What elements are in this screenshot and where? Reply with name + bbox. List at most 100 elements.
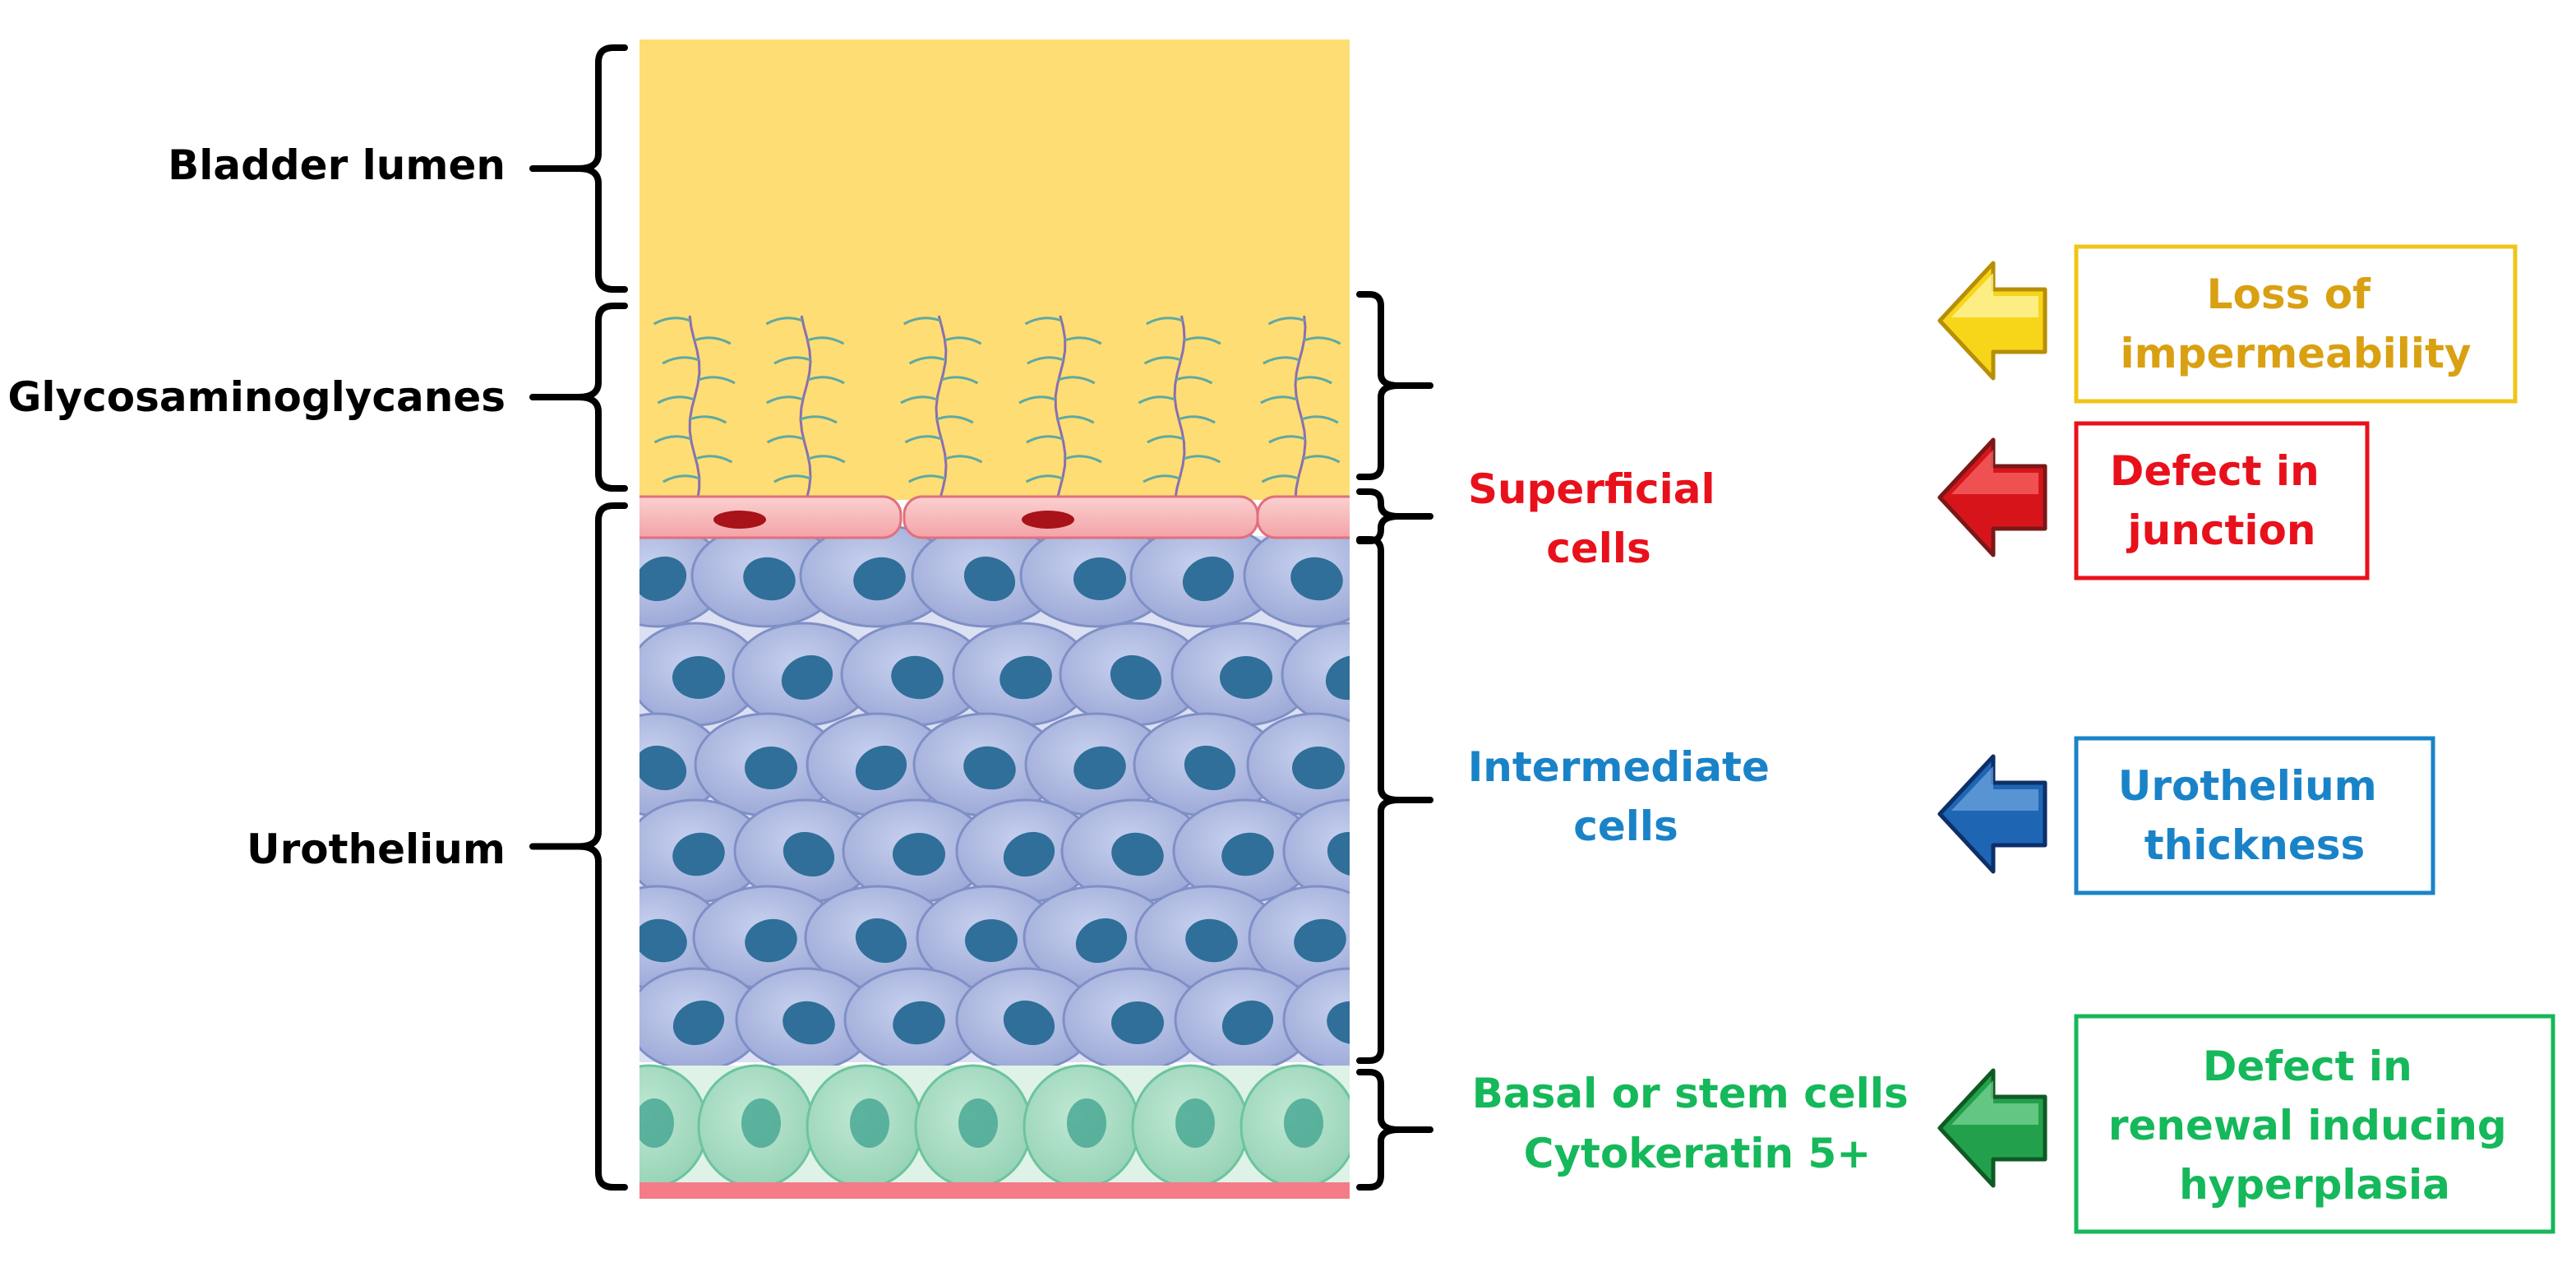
gag-branch (1143, 474, 1180, 483)
gag-branch (698, 376, 736, 385)
gag-branch (908, 356, 947, 365)
intermediate-nucleus (1073, 557, 1126, 600)
intermediate-nucleus (1327, 1001, 1350, 1045)
brace-urothelium (529, 502, 628, 1191)
gag-branch (1267, 317, 1306, 326)
gag-branch (1138, 395, 1175, 405)
intermediate-nucleus (999, 655, 1052, 700)
intermediate-cell (1282, 798, 1350, 904)
arrow-yellow-icon (1937, 261, 2047, 381)
gag-branch (1064, 455, 1102, 464)
gag-branch (1057, 415, 1095, 424)
gag-branch (1261, 474, 1299, 483)
gag-branch (653, 435, 692, 444)
glycosaminoglycan-chains (653, 315, 1341, 502)
intermediate-nucleus (1111, 832, 1164, 876)
svg-text:Defect in junction: Defect in junction (2110, 447, 2334, 554)
gag-branch (1260, 395, 1298, 405)
basal-nucleus (850, 1098, 889, 1148)
gag-branch (773, 474, 811, 483)
intermediate-nucleus (1073, 746, 1126, 790)
gag-branch (662, 356, 699, 365)
svg-text:Defect in renewal induci: Defect in renewal inducing hyperplasia (2108, 1043, 2521, 1209)
intermediate-nucleus (743, 557, 796, 601)
lumen-fill (639, 39, 1350, 500)
label-intermediate-line1: Intermediate (1468, 743, 1770, 791)
gag-branch (766, 395, 804, 405)
label-basal-cells: Basal or stem cells Cytokeratin 5+ (1472, 1070, 1923, 1177)
intermediate-nucleus (1075, 918, 1128, 964)
box-thickness-line2: thickness (2144, 821, 2366, 869)
brace-bladder-lumen (529, 44, 628, 293)
gag-branch (940, 376, 979, 385)
svg-text:Loss of impermeability: Loss of impermeability (2120, 271, 2471, 377)
basal-nucleus (741, 1098, 781, 1148)
gag-branch (695, 455, 733, 464)
basal-nucleus (1284, 1098, 1323, 1148)
brace-gag-right (1356, 291, 1433, 480)
gag-branch (1183, 455, 1221, 464)
box-defect-in-renewal: Defect in renewal inducing hyperplasia (2074, 1014, 2555, 1234)
label-bladder-lumen: Bladder lumen (168, 141, 506, 189)
superficial-cell (1256, 495, 1350, 539)
arrow-red-icon (1937, 437, 2047, 557)
intermediate-nucleus (1221, 832, 1274, 876)
gag-branch (904, 435, 942, 444)
gag-branch (1064, 336, 1102, 345)
intermediate-nucleus (965, 919, 1018, 962)
left-braces (529, 44, 628, 1191)
intermediate-nucleus (672, 656, 725, 699)
gag-branch (944, 455, 983, 464)
box-renewal-line1: Defect in (2203, 1043, 2412, 1090)
intermediate-nucleus (1292, 747, 1345, 789)
gag-core-strand (1173, 315, 1186, 502)
superficial-nucleus (1022, 511, 1074, 529)
gag-branch (900, 395, 938, 405)
label-superficial-cells: Superficial cells (1468, 465, 1729, 572)
gag-branch (903, 317, 941, 326)
intermediate-nucleus (1185, 918, 1238, 963)
label-urothelium: Urothelium (247, 825, 506, 873)
gag-branch (936, 415, 974, 424)
gag-branch (1184, 336, 1221, 345)
gag-branch (1026, 435, 1064, 444)
gag-branch (800, 415, 838, 424)
tissue-block (639, 39, 1350, 1199)
gag-branch (1025, 474, 1064, 483)
intermediate-nucleus (891, 655, 944, 700)
gag-branch (653, 317, 691, 326)
intermediate-nucleus (781, 654, 833, 701)
brace-basal (1356, 1069, 1433, 1191)
gag-core-strand (935, 315, 948, 502)
intermediate-nucleus (1003, 1000, 1055, 1046)
gag-branch (808, 455, 846, 464)
brace-glycosaminoglycanes (529, 303, 628, 492)
cell-layers (639, 495, 1350, 1189)
gag-branch (1301, 415, 1339, 424)
intermediate-nucleus (855, 745, 907, 791)
label-superficial-line1: Superficial (1468, 465, 1715, 513)
gag-branch (1143, 356, 1182, 365)
gag-branch (806, 336, 845, 345)
intermediate-nucleus (893, 833, 945, 876)
gag-branch (944, 336, 982, 345)
gag-branch (694, 336, 732, 345)
label-basal-line1: Basal or stem cells (1472, 1070, 1909, 1117)
gag-branch (1303, 455, 1341, 464)
box-junction-line1: Defect in (2110, 447, 2320, 495)
gag-branch (765, 317, 803, 326)
superficial-nucleus (713, 511, 766, 529)
box-impermeability-line2: impermeability (2120, 330, 2471, 377)
intermediate-nucleus (1290, 557, 1343, 601)
intermediate-nucleus (639, 745, 687, 791)
gag-core-strand (1054, 315, 1067, 502)
gag-core-strand (688, 315, 701, 502)
intermediate-nucleus (855, 918, 907, 964)
basement-membrane (639, 1182, 1350, 1199)
intermediate-nucleus (672, 1000, 725, 1046)
gag-branch (1263, 356, 1300, 365)
intermediate-nucleus (1327, 831, 1350, 877)
gag-branch (689, 415, 727, 424)
intermediate-nucleus (1221, 1000, 1274, 1046)
